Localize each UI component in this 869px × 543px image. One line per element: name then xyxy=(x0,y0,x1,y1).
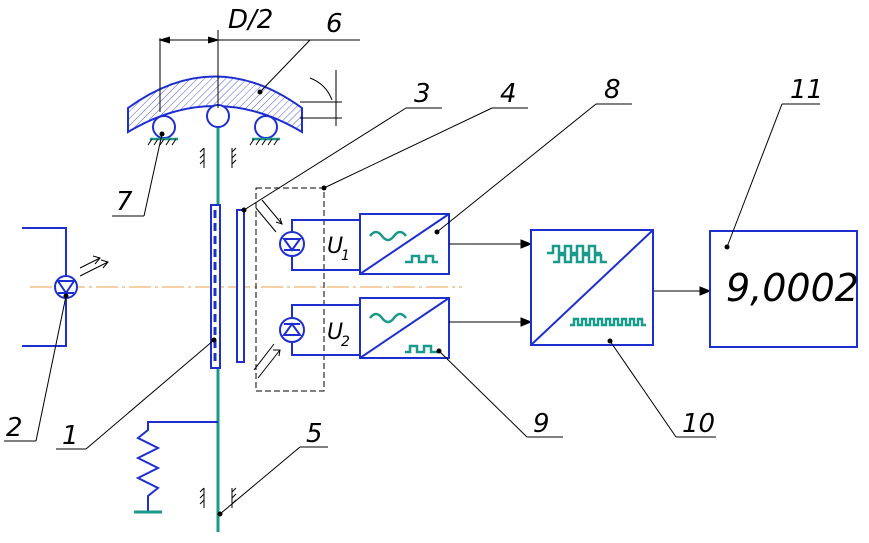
dimension-d2 xyxy=(158,30,342,126)
photodiode-2 xyxy=(253,304,360,379)
signal-lines xyxy=(449,239,712,327)
label-part-5: 5 xyxy=(306,419,323,449)
support-rollers xyxy=(147,104,280,146)
label-part-4: 4 xyxy=(500,79,517,109)
shaft-bearing-top xyxy=(199,147,237,168)
display-11 xyxy=(709,230,858,348)
detector-housing xyxy=(255,187,325,392)
signal-u2-subscript: 2 xyxy=(341,334,350,350)
label-part-2: 2 xyxy=(6,413,23,443)
label-part-3: 3 xyxy=(414,79,431,109)
label-part-6: 6 xyxy=(326,9,343,39)
display-value: 9,0002 xyxy=(726,266,859,310)
label-part-1: 1 xyxy=(62,421,79,451)
signal-u1: U xyxy=(327,234,343,259)
light-source xyxy=(22,227,109,347)
fixed-raster xyxy=(236,209,245,363)
converter-8 xyxy=(359,213,450,275)
signal-u2: U xyxy=(327,320,343,345)
leader-lines xyxy=(4,39,820,517)
label-part-9: 9 xyxy=(533,409,550,439)
raster-disk xyxy=(210,204,221,369)
label-part-8: 8 xyxy=(604,75,621,105)
dimension-label: D/2 xyxy=(228,5,273,35)
processing-block-10 xyxy=(530,229,654,346)
converter-9 xyxy=(359,297,450,359)
label-part-11: 11 xyxy=(790,75,823,105)
photodiode-1 xyxy=(255,199,360,271)
spring xyxy=(134,421,218,514)
signal-u1-subscript: 1 xyxy=(341,248,350,264)
label-part-10: 10 xyxy=(682,409,715,439)
label-part-7: 7 xyxy=(116,187,133,217)
